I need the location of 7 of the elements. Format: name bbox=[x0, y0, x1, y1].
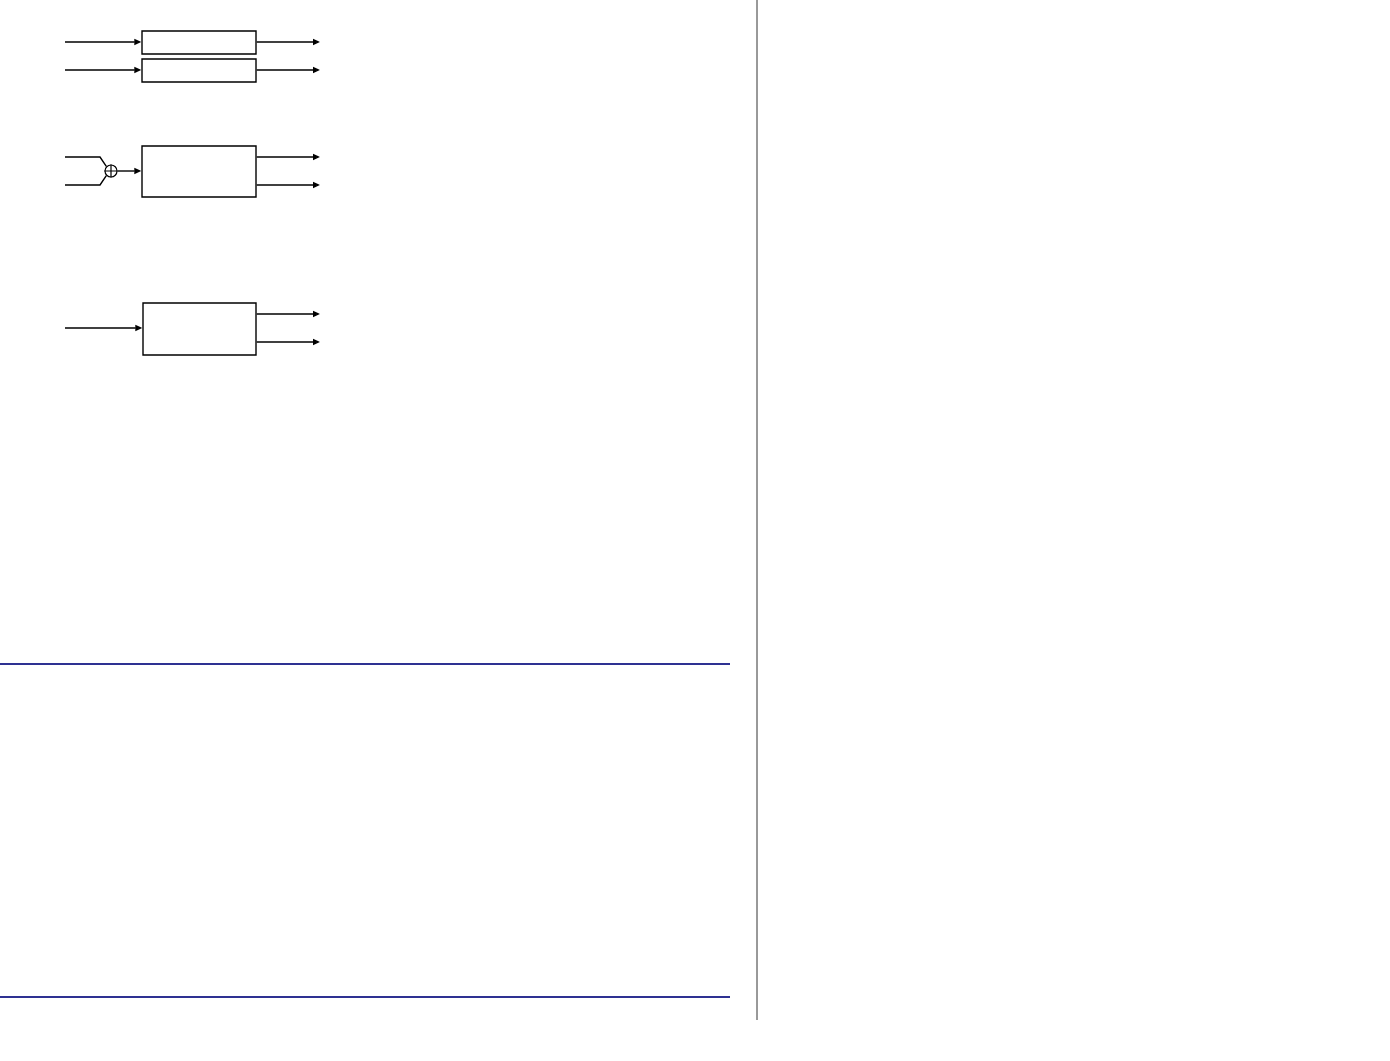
signal-line bbox=[64, 174, 108, 186]
summing-junction bbox=[103, 163, 119, 179]
process-box bbox=[141, 58, 257, 83]
signal-line bbox=[64, 156, 108, 168]
process-box bbox=[141, 30, 257, 55]
process-box bbox=[142, 302, 257, 356]
process-box bbox=[141, 145, 257, 198]
